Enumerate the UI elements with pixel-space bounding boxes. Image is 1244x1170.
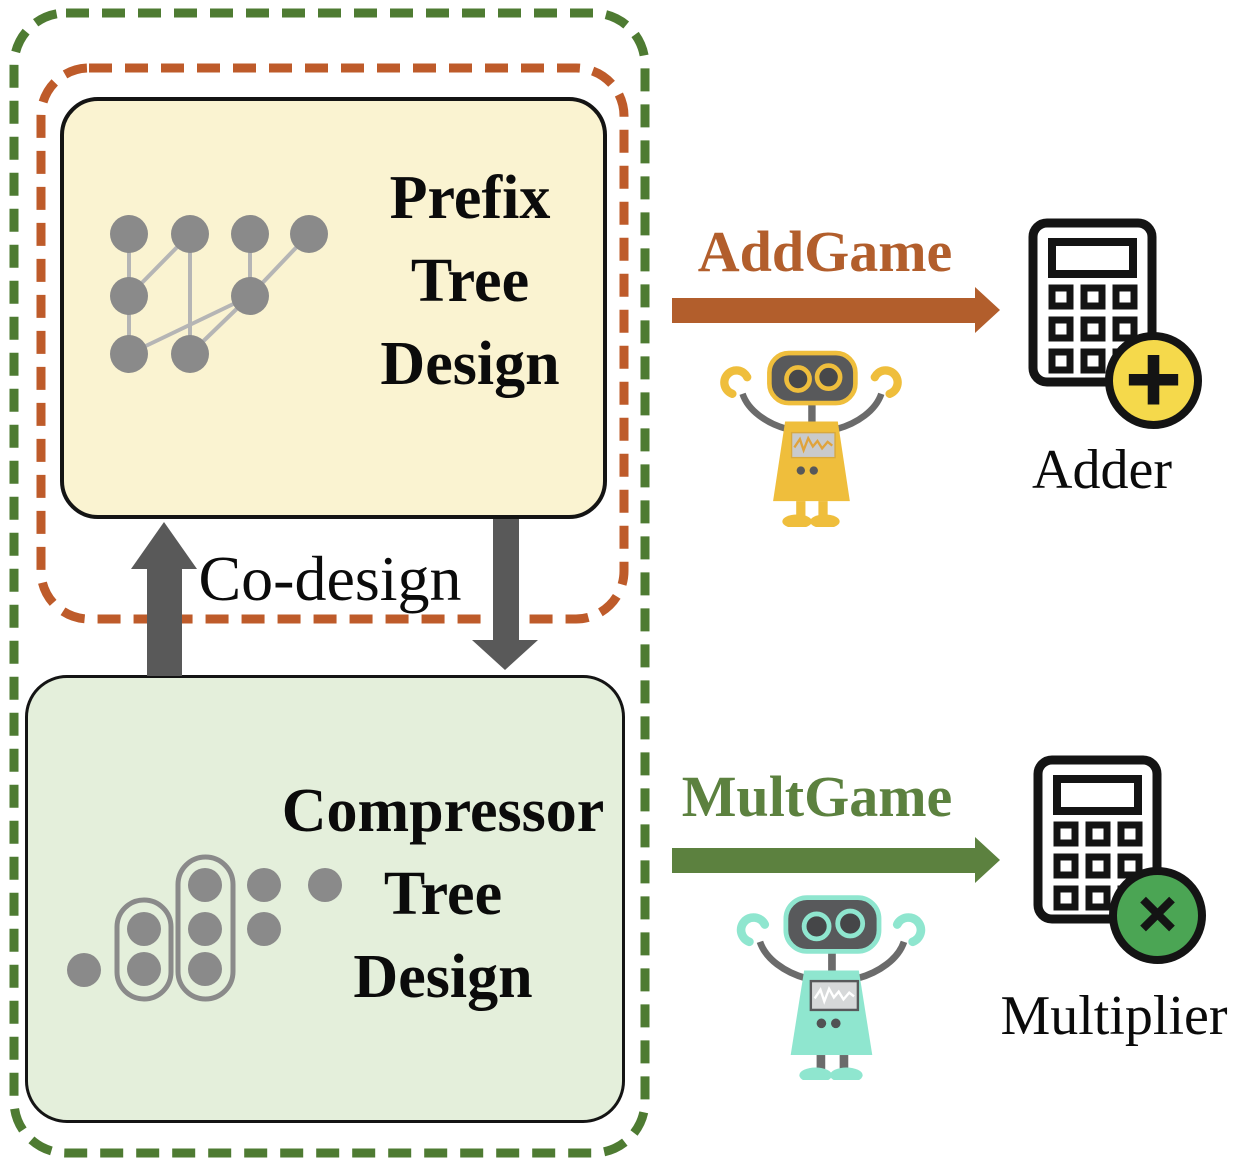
multgame-arrow-icon <box>672 837 1000 883</box>
adder-plus-badge-icon: + <box>1105 332 1202 429</box>
compressor-tree-design-box: Compressor Tree Design <box>25 675 625 1123</box>
robot-body-dot <box>831 1018 841 1029</box>
prefix-box-title: Prefix Tree Design <box>335 157 605 406</box>
robot-left-leg <box>816 1055 826 1075</box>
addgame-robot-icon <box>720 350 902 527</box>
robot-right-foot <box>830 1067 863 1080</box>
robot-right-arm <box>835 392 885 433</box>
down-arrowhead <box>472 640 538 670</box>
plus-glyph: + <box>1121 334 1186 421</box>
robot-right-eye <box>814 363 843 392</box>
down-arrow-shaft <box>493 519 519 641</box>
robot-left-hand <box>720 366 752 398</box>
robot-neck <box>828 949 836 973</box>
robot-left-leg <box>796 501 806 520</box>
prefix-title-line-3: Design <box>380 330 560 398</box>
robot-left-eye <box>801 911 832 942</box>
addgame-arrow-shaft <box>672 298 975 323</box>
multgame-arrow-shaft <box>672 848 975 873</box>
compressor-box-title: Compressor Tree Design <box>258 770 628 1019</box>
robot-body-dot <box>816 1018 827 1029</box>
prefix-title-line-1: Prefix <box>389 164 551 232</box>
robot-left-eye <box>784 365 812 393</box>
compressor-tree-graph-icon <box>67 854 342 1002</box>
prefix-title-line-2: Tree <box>410 247 530 315</box>
multgame-label: MultGame <box>681 764 953 829</box>
codesign-down-arrow-icon <box>472 519 538 670</box>
robot-head <box>767 350 858 406</box>
robot-body-dot <box>796 466 805 475</box>
robot-right-arm <box>856 940 908 982</box>
robot-right-hand <box>870 366 902 398</box>
robot-left-arm <box>756 940 808 982</box>
compressor-title-line-1: Compressor <box>281 777 605 845</box>
robot-left-foot <box>799 1067 832 1080</box>
robot-left-foot <box>782 514 812 527</box>
multiplier-label: Multiplier <box>1000 985 1228 1047</box>
calculator-display <box>1048 238 1137 278</box>
inner-orange-dashed-border <box>36 63 629 624</box>
calculator-display <box>1053 775 1142 815</box>
robot-right-leg <box>818 501 828 520</box>
prefix-tree-design-box: Prefix Tree Design <box>60 97 607 519</box>
robot-neck <box>808 401 816 424</box>
addgame-arrow-icon <box>672 287 1000 333</box>
robot-screen-waveform <box>813 985 855 1005</box>
robot-right-foot <box>810 514 840 527</box>
robot-body-dot <box>809 466 818 475</box>
multgame-arrowhead <box>975 837 1000 883</box>
prefix-tree-graph-icon <box>110 215 328 373</box>
outer-green-dashed-border <box>9 8 650 1158</box>
compressor-title-line-3: Design <box>353 943 533 1011</box>
adder-label: Adder <box>1032 439 1172 501</box>
multgame-robot-icon <box>736 895 926 1080</box>
multiplier-times-badge-icon: ✕ <box>1109 867 1206 964</box>
times-glyph: ✕ <box>1134 885 1181 946</box>
robot-screen-waveform <box>793 435 833 454</box>
compressor-title-line-2: Tree <box>383 860 503 928</box>
up-arrow-shaft <box>147 568 182 676</box>
robot-right-leg <box>839 1055 849 1075</box>
robot-left-arm <box>739 392 788 433</box>
addgame-label: AddGame <box>697 219 953 284</box>
up-arrowhead <box>131 522 197 569</box>
robot-right-hand <box>892 913 926 947</box>
codesign-up-arrow-icon <box>131 522 197 676</box>
codesign-label: Co-design <box>198 543 462 614</box>
addgame-arrowhead <box>975 287 1000 333</box>
robot-right-eye <box>835 908 866 939</box>
robot-left-hand <box>736 913 770 947</box>
